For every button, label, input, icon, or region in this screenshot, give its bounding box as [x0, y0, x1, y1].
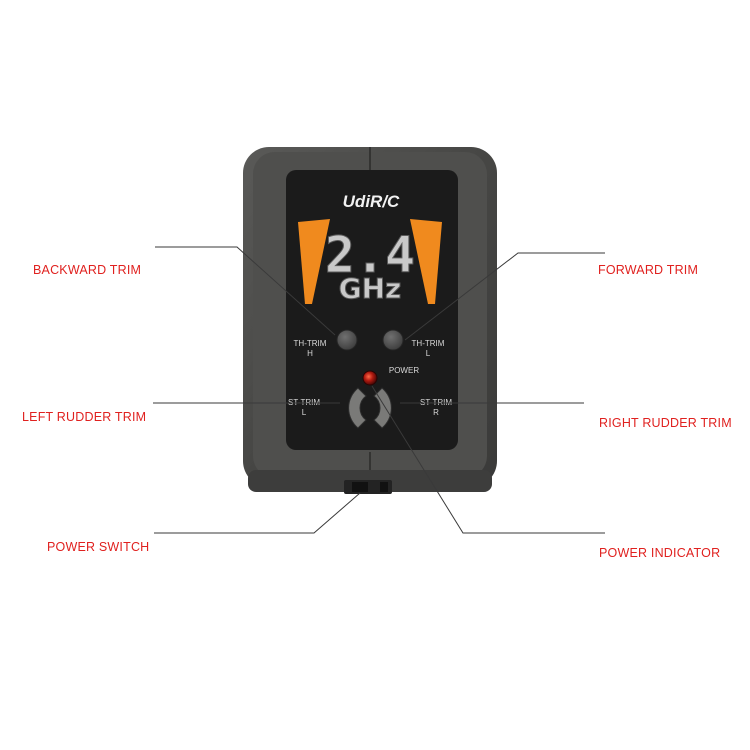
st-trim-l-button[interactable]	[348, 387, 367, 429]
leader-line-power-indicator	[371, 385, 605, 534]
th-trim-l-sublabel: L	[426, 349, 431, 358]
st-trim-r-button[interactable]	[373, 387, 392, 429]
th-trim-h-sublabel: H	[307, 349, 313, 358]
th-trim-h-label: TH-TRIM	[294, 339, 327, 348]
callout-right-rudder-trim: RIGHT RUDDER TRIM	[599, 416, 732, 430]
leader-line-backward-trim	[155, 246, 336, 336]
power-switch[interactable]	[344, 480, 392, 494]
callout-power-indicator: POWER INDICATOR	[599, 546, 721, 560]
power-led-label: POWER	[389, 366, 419, 375]
leader-line-power-switch	[154, 492, 361, 534]
brand-logo: UdiR/C	[343, 192, 400, 211]
callout-forward-trim: FORWARD TRIM	[598, 263, 699, 277]
th-trim-l-label: TH-TRIM	[412, 339, 445, 348]
st-trim-r-sublabel: R	[433, 408, 439, 417]
th-trim-l-button[interactable]	[382, 329, 404, 351]
leader-line-forward-trim	[404, 252, 605, 341]
orange-stripe-right	[410, 219, 442, 304]
orange-stripe-left	[298, 219, 330, 304]
frequency-unit: GHz	[339, 272, 402, 305]
st-trim-l-sublabel: L	[302, 408, 307, 417]
frequency-number: 2.4	[325, 226, 415, 284]
st-trim-rocker	[348, 387, 392, 429]
th-trim-h-button[interactable]	[336, 329, 358, 351]
callout-power-switch: POWER SWITCH	[47, 540, 150, 554]
callout-left-rudder-trim: LEFT RUDDER TRIM	[22, 410, 147, 424]
callout-backward-trim: BACKWARD TRIM	[33, 263, 142, 277]
power-indicator-led	[362, 370, 378, 386]
